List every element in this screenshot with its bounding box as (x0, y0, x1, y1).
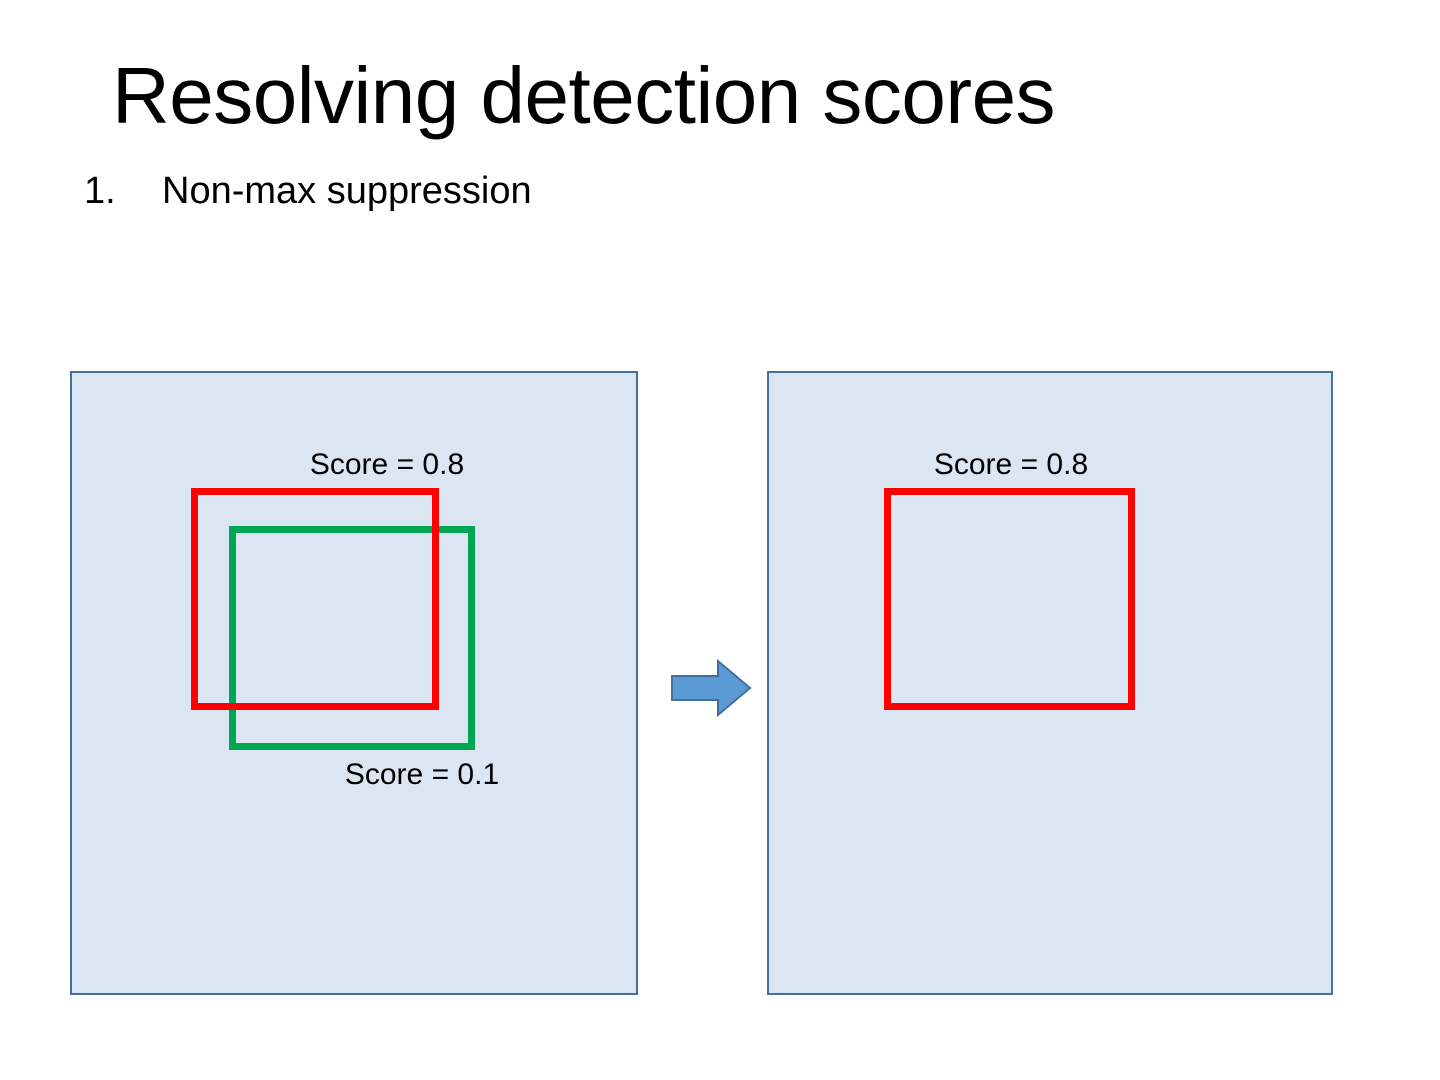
score-label-high-before: Score = 0.8 (309, 448, 465, 481)
list-item-label: Non-max suppression (162, 170, 532, 212)
detection-box-high-score-before (191, 488, 439, 710)
page-title: Resolving detection scores (112, 51, 1056, 140)
detection-box-low-score-before (229, 526, 475, 750)
list-item-marker: 1. (84, 170, 116, 212)
list-item: 1. Non-max suppression (84, 166, 1284, 216)
right-block-arrow-icon (670, 658, 752, 718)
bullet-list: 1. Non-max suppression (84, 166, 1284, 216)
before-nms-panel: Score = 0.8 Score = 0.1 (70, 371, 638, 995)
detection-box-high-score-after (884, 488, 1135, 710)
score-label-high-after: Score = 0.8 (933, 448, 1089, 481)
after-nms-panel: Score = 0.8 (767, 371, 1333, 995)
score-label-low-before: Score = 0.1 (344, 758, 500, 791)
